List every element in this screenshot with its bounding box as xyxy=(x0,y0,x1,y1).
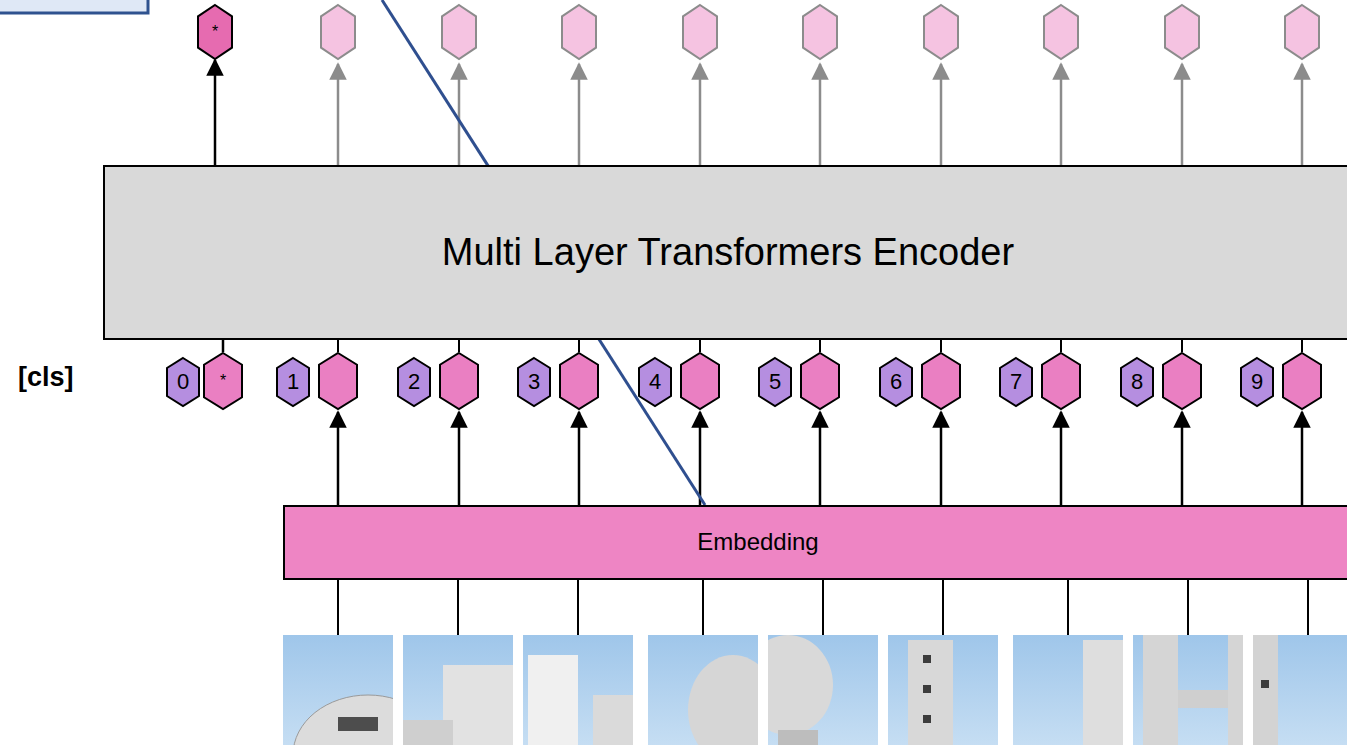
output-arrow xyxy=(1301,64,1304,165)
node-text: 1 xyxy=(286,370,300,394)
token-line xyxy=(699,340,701,352)
position-number: 7 xyxy=(999,357,1033,407)
token-line xyxy=(578,340,580,352)
output-token xyxy=(803,5,837,59)
image-patch xyxy=(393,635,518,745)
image-patch xyxy=(743,635,878,745)
patch-token xyxy=(1283,353,1321,409)
image-patch xyxy=(1133,635,1248,745)
node-text: * xyxy=(211,23,219,41)
output-arrow xyxy=(578,64,581,165)
position-number: 8 xyxy=(1120,357,1154,407)
image-patches xyxy=(283,580,1347,745)
image-patch xyxy=(1253,635,1347,745)
token-line xyxy=(1060,340,1062,352)
cls-output-token: * xyxy=(197,4,233,60)
output-arrow xyxy=(1181,64,1184,165)
node-text: 5 xyxy=(768,370,782,394)
token-line xyxy=(940,340,942,352)
patch-tokens xyxy=(319,340,1321,505)
node-text: 6 xyxy=(889,370,903,394)
output-arrow xyxy=(940,64,943,165)
node-text: 2 xyxy=(407,370,421,394)
patch-token xyxy=(1163,353,1201,409)
image-patch xyxy=(523,635,633,745)
node-text: 3 xyxy=(527,370,541,394)
node-text: 4 xyxy=(648,370,662,394)
connector xyxy=(214,60,217,165)
node-text: * xyxy=(219,372,227,390)
position-number: 6 xyxy=(879,357,913,407)
embed-arrow xyxy=(940,412,943,505)
patch-line xyxy=(1307,580,1309,635)
corner-box xyxy=(0,0,148,13)
embed-arrow xyxy=(699,412,702,505)
connector xyxy=(222,340,225,352)
token-line xyxy=(337,340,339,352)
token-line xyxy=(458,340,460,352)
position-number: 2 xyxy=(397,357,431,407)
output-token xyxy=(683,5,717,59)
output-arrow xyxy=(699,64,702,165)
patch-token xyxy=(440,353,478,409)
patch-token xyxy=(922,353,960,409)
output-arrow xyxy=(337,64,340,165)
patch-line xyxy=(702,580,704,635)
output-token xyxy=(321,5,355,59)
output-arrow xyxy=(1060,64,1063,165)
cls-token: * xyxy=(203,352,243,410)
embed-arrow xyxy=(337,412,340,505)
patch-line xyxy=(942,580,944,635)
position-number: 3 xyxy=(517,357,551,407)
position-number: 0 xyxy=(166,357,200,407)
output-token xyxy=(562,5,596,59)
node-text: Multi Layer Transformers Encoder xyxy=(441,232,1015,274)
patch-line xyxy=(822,580,824,635)
node-text: 7 xyxy=(1009,370,1023,394)
patch-token xyxy=(319,353,357,409)
output-arrow xyxy=(458,64,461,165)
patch-token xyxy=(681,353,719,409)
output-token xyxy=(1044,5,1078,59)
position-number: 4 xyxy=(638,357,672,407)
patch-line xyxy=(457,580,459,635)
image-patch xyxy=(888,635,998,745)
token-line xyxy=(1301,340,1303,352)
token-line xyxy=(819,340,821,352)
node-text: Embedding xyxy=(696,529,819,555)
patch-token xyxy=(801,353,839,409)
node-text: 0 xyxy=(176,370,190,394)
patch-line xyxy=(1187,580,1189,635)
patch-line xyxy=(337,580,339,635)
patch-line xyxy=(1067,580,1069,635)
node-text: 9 xyxy=(1250,370,1264,394)
embed-arrow xyxy=(1301,412,1304,505)
embed-arrow xyxy=(458,412,461,505)
patch-line xyxy=(577,580,579,635)
position-number: 5 xyxy=(758,357,792,407)
patch-token xyxy=(560,353,598,409)
output-token xyxy=(1285,5,1319,59)
output-arrow xyxy=(819,64,822,165)
embed-arrow xyxy=(1060,412,1063,505)
token-line xyxy=(1181,340,1183,352)
patch-token xyxy=(1042,353,1080,409)
embed-arrow xyxy=(819,412,822,505)
encoder-box: Multi Layer Transformers Encoder xyxy=(103,165,1347,340)
embedding-bar: Embedding xyxy=(283,505,1347,580)
node-text: 8 xyxy=(1130,370,1144,394)
output-token xyxy=(924,5,958,59)
image-patch xyxy=(1013,635,1123,745)
image-patch xyxy=(648,635,778,745)
output-token xyxy=(442,5,476,59)
embed-arrow xyxy=(578,412,581,505)
output-token xyxy=(1165,5,1199,59)
embed-arrow xyxy=(1181,412,1184,505)
position-number: 9 xyxy=(1240,357,1274,407)
token-label: [cls] xyxy=(18,362,74,393)
position-number: 1 xyxy=(276,357,310,407)
